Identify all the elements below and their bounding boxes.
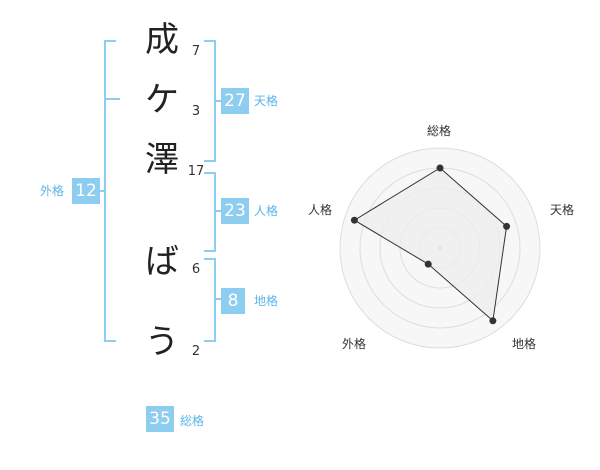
gaikaku-connector	[100, 190, 106, 192]
radar-point-2	[489, 317, 497, 325]
stroke-count-3: 17	[187, 164, 205, 179]
radar-series-polygon	[353, 167, 508, 322]
name-char-4: ば	[145, 242, 179, 282]
jinkaku-value: 23	[221, 198, 249, 224]
radar-point-0	[436, 164, 444, 172]
radar-axis-label-gaikaku: 外格	[342, 337, 367, 351]
chikaku-label: 地格	[254, 294, 279, 308]
jinkaku-bracket	[204, 172, 216, 252]
gaikaku-bracket-mid-tick	[106, 98, 120, 100]
radar-axis-label-jinkaku: 人格	[308, 203, 333, 217]
name-char-3: 澤	[145, 140, 179, 180]
radar-axis-label-chikaku: 地格	[512, 337, 537, 351]
tenkaku-value: 27	[221, 88, 249, 114]
radar-axis-label-tenkaku: 天格	[550, 203, 575, 217]
tenkaku-connector	[215, 100, 221, 102]
stroke-count-1: 7	[191, 44, 201, 59]
chikaku-bracket	[204, 258, 216, 342]
stroke-count-4: 6	[191, 262, 201, 277]
name-char-2: ケ	[145, 80, 179, 120]
chikaku-value: 8	[221, 288, 245, 314]
radar-point-4	[350, 216, 358, 224]
radar-point-3	[424, 260, 432, 268]
jinkaku-connector	[215, 210, 221, 212]
gaikaku-label: 外格	[40, 184, 65, 198]
radar-axis-label-soukaku: 総格	[427, 124, 452, 138]
stroke-count-2: 3	[191, 104, 201, 119]
stroke-count-5: 2	[191, 344, 201, 359]
jinkaku-label: 人格	[254, 204, 279, 218]
soukaku-label: 総格	[180, 414, 205, 428]
radar-point-1	[503, 222, 511, 230]
tenkaku-label: 天格	[254, 94, 279, 108]
name-char-1: 成	[145, 20, 179, 60]
soukaku-value: 35	[146, 406, 174, 432]
gaikaku-value: 12	[72, 178, 100, 204]
name-char-5: う	[145, 322, 179, 362]
chikaku-connector	[215, 298, 221, 300]
